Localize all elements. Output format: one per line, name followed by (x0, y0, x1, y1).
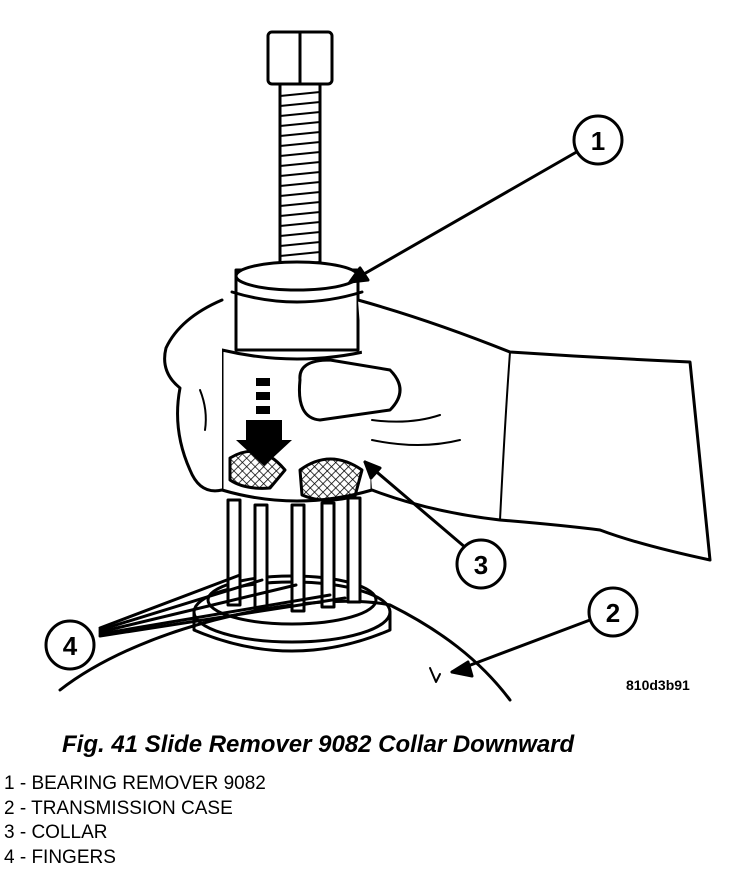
callout-2-label: 2 (606, 598, 620, 628)
downward-arrow (236, 378, 292, 466)
bolt (266, 30, 334, 278)
callout-4-label: 4 (63, 631, 78, 661)
callout-1-label: 1 (591, 126, 605, 156)
legend-item: 1 - BEARING REMOVER 9082 (4, 773, 266, 794)
transmission-case (58, 574, 512, 702)
hand (163, 298, 712, 562)
illustration: 1 3 2 4 (44, 30, 712, 702)
figure-code: 810d3b91 (626, 677, 690, 693)
leader-arrows (98, 148, 592, 678)
legend-item: 3 - COLLAR (4, 822, 108, 843)
fingers (226, 496, 362, 613)
legend: 1 - BEARING REMOVER 9082 2 - TRANSMISSIO… (4, 772, 266, 870)
callout-2: 2 (587, 586, 639, 638)
legend-item: 4 - FINGERS (4, 846, 116, 868)
callout-4: 4 (44, 619, 96, 671)
figure-caption: Fig. 41 Slide Remover 9082 Collar Downwa… (62, 731, 575, 758)
legend-item: 2 - TRANSMISSION CASE (4, 797, 233, 819)
callout-3: 3 (455, 538, 507, 590)
callout-1: 1 (572, 114, 624, 166)
callout-3-label: 3 (474, 550, 488, 580)
bearing-remover (230, 260, 364, 352)
